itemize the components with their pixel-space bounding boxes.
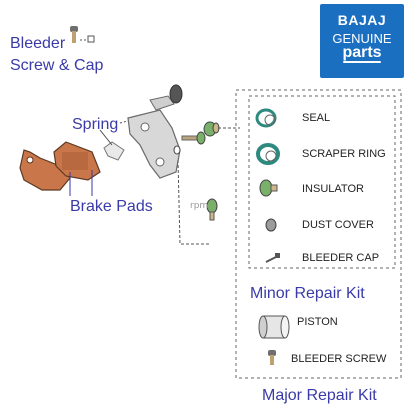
dust-cover-icon [265, 218, 277, 232]
minor-kit-box [248, 95, 396, 269]
major-kit-item-bleeder-screw: BLEEDER SCREW [291, 353, 387, 365]
spring-illustration [99, 129, 125, 161]
watermark: rpm [190, 201, 209, 211]
minor-kit-item-seal: SEAL [302, 112, 331, 124]
minor-kit-title: Minor Repair Kit [250, 285, 365, 302]
minor-kit-item-insulator: INSULATOR [302, 183, 364, 195]
brake-pads-label: Brake Pads [70, 198, 153, 215]
major-kit-item-piston: PISTON [297, 316, 338, 328]
insulator-icon [259, 179, 278, 197]
bajaj-genuine-parts-logo: BAJAJ GENUINE parts [320, 4, 404, 78]
bleeder-label-line1: Bleeder [10, 35, 66, 52]
logo-line2: parts [342, 44, 382, 61]
major-kit-box [235, 89, 402, 379]
minor-kit-item-scraper-ring: SCRAPER RING [302, 148, 386, 160]
caliper-bracket-illustration [119, 84, 183, 179]
seal-icon [255, 108, 277, 128]
major-kit-title: Major Repair Kit [262, 387, 377, 404]
minor-kit-item-dust-cover: DUST COVER [302, 219, 374, 231]
logo-brand: BAJAJ [337, 12, 387, 28]
spring-label: Spring [72, 116, 119, 133]
logo-line1: GENUINE [332, 31, 392, 46]
bleeder-screw-icon [268, 350, 276, 365]
minor-kit-item-bleeder-cap: BLEEDER CAP [302, 252, 380, 264]
bleeder-screw-cap-illustration [70, 26, 96, 43]
piston-icon [258, 315, 290, 339]
logo-underline [343, 61, 381, 63]
bleeder-cap-icon [265, 253, 280, 263]
brake-pads-illustration [19, 141, 101, 196]
insulator-pin-illustration [173, 121, 240, 245]
bleeder-label-line2: Screw & Cap [10, 57, 104, 74]
scraper-ring-icon [256, 143, 280, 165]
